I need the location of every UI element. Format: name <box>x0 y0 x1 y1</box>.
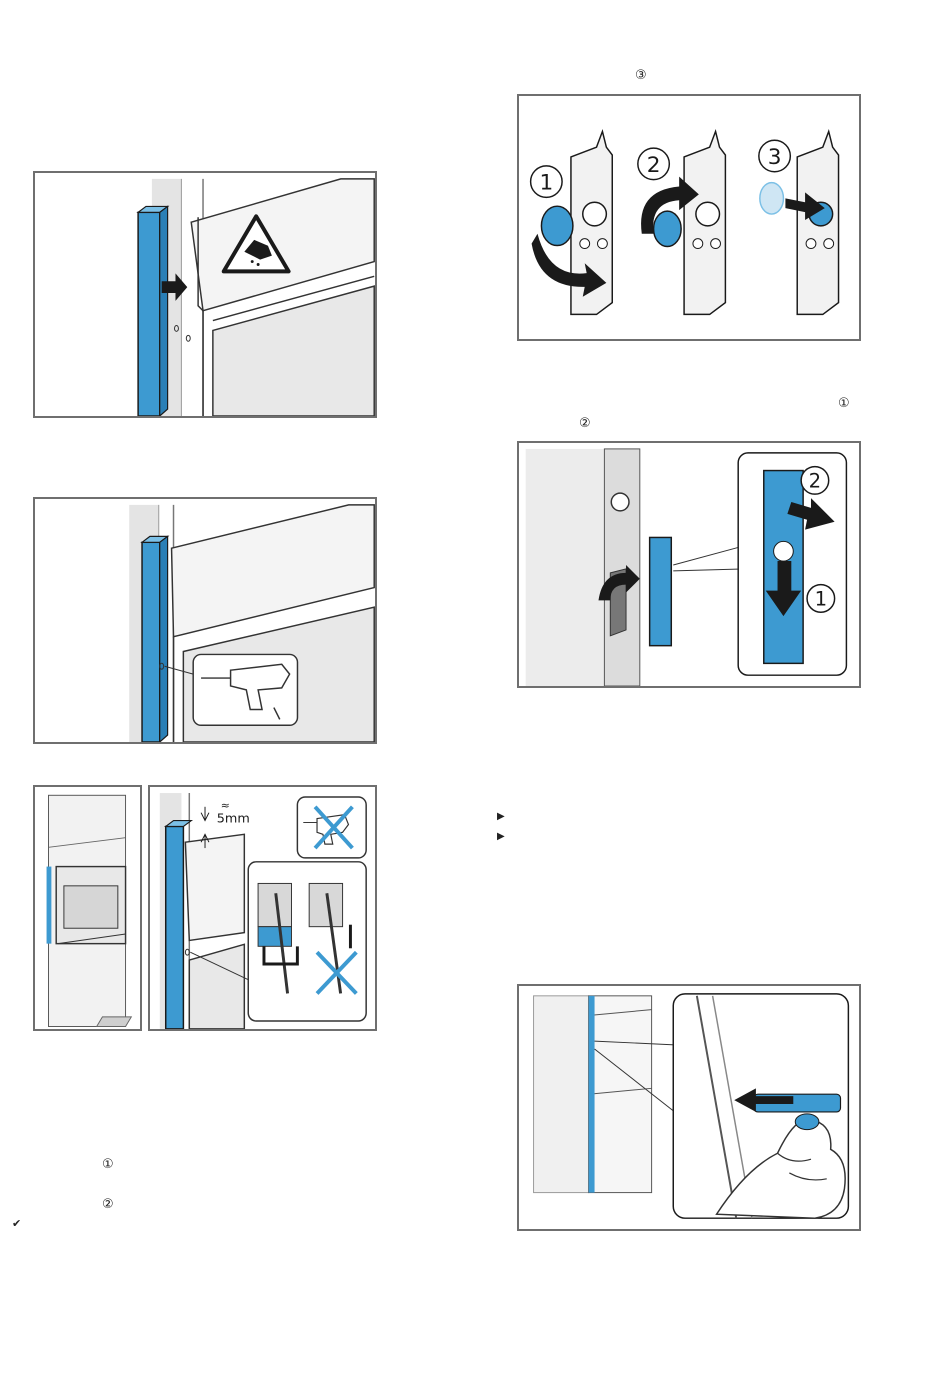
bullet-marker: ▶ <box>497 811 505 822</box>
step-label-3: 3 <box>768 145 782 170</box>
figure-drill <box>33 497 377 744</box>
figure-screw-steps-drawing: 1 2 3 <box>519 96 859 339</box>
bullet-marker: ▶ <box>497 831 505 842</box>
checkmark-icon: ✔ <box>12 1217 21 1231</box>
step-marker-1-right: ① <box>838 397 850 411</box>
figure-clip-press <box>517 984 861 1231</box>
clip-label-1: 1 <box>815 587 828 610</box>
step-label-1: 1 <box>539 170 553 195</box>
figure-clip-release-drawing: 2 1 <box>519 443 859 686</box>
clip-label-2: 2 <box>809 469 822 492</box>
figure-strip-warning <box>33 171 377 418</box>
gap-approx-symbol: ≈ <box>221 799 230 812</box>
step-marker-2: ② <box>102 1198 114 1212</box>
figure-appliance-overview <box>33 785 142 1031</box>
step-marker-1: ① <box>102 1158 114 1172</box>
step-marker-2-right: ② <box>579 417 591 431</box>
figure-screw-steps: 1 2 3 <box>517 94 861 341</box>
figure-gap-screws: ≈ 5mm <box>148 785 377 1031</box>
figure-clip-release: 2 1 <box>517 441 861 688</box>
gap-label: 5mm <box>217 812 250 827</box>
step-label-2: 2 <box>647 153 661 178</box>
figure-strip-warning-drawing <box>35 173 375 416</box>
figure-appliance-drawing <box>35 787 140 1029</box>
figure-gap-drawing: ≈ 5mm <box>150 787 375 1029</box>
figure-drill-drawing <box>35 499 375 742</box>
figure-clip-press-drawing <box>519 986 859 1229</box>
step-marker-3: ③ <box>635 69 647 83</box>
